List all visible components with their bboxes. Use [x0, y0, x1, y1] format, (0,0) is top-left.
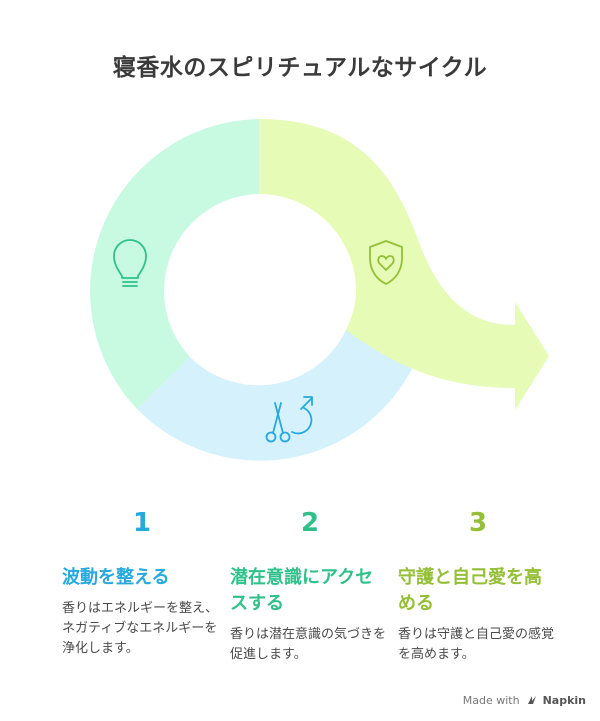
step-title: 潜在意識にアクセスする: [230, 567, 374, 614]
step-title: 守護と自己愛を高める: [398, 567, 542, 614]
page-title: 寝香水のスピリチュアルなサイクル: [112, 55, 488, 81]
scissors-gender-icon: [265, 396, 313, 443]
step-number: 2: [300, 508, 320, 538]
step-number: 3: [468, 508, 488, 538]
made-with-text: Made with: [462, 694, 520, 707]
step-number: 1: [132, 508, 152, 538]
step-description: 香りは潜在意識の気づきを促進します。: [230, 627, 387, 662]
step-2: 2 潜在意識にアクセスする 香りは潜在意識の気づきを促進します。: [230, 505, 390, 665]
step-description: 香りはエネルギーを整え、ネガティブなエネルギーを浄化します。: [62, 601, 219, 656]
brand-name: Napkin: [542, 694, 586, 707]
cycle-diagram: [90, 119, 549, 461]
cycle-segment-lime-arrow: [259, 119, 549, 410]
napkin-logo-icon: [528, 696, 537, 704]
footer-attribution: Made with Napkin: [463, 694, 586, 707]
cycle-segment-blue: [137, 330, 415, 461]
step-1: 1 波動を整える 香りはエネルギーを整え、ネガティブなエネルギーを浄化します。: [62, 505, 222, 659]
cycle-segment-green: [90, 119, 259, 409]
step-title: 波動を整える: [62, 567, 170, 588]
lightbulb-icon: [113, 239, 147, 287]
step-3: 3 守護と自己愛を高める 香りは守護と自己愛の感覚を高めます。: [398, 505, 558, 665]
shield-heart-icon: [369, 240, 403, 285]
step-description: 香りは守護と自己愛の感覚を高めます。: [398, 627, 555, 662]
